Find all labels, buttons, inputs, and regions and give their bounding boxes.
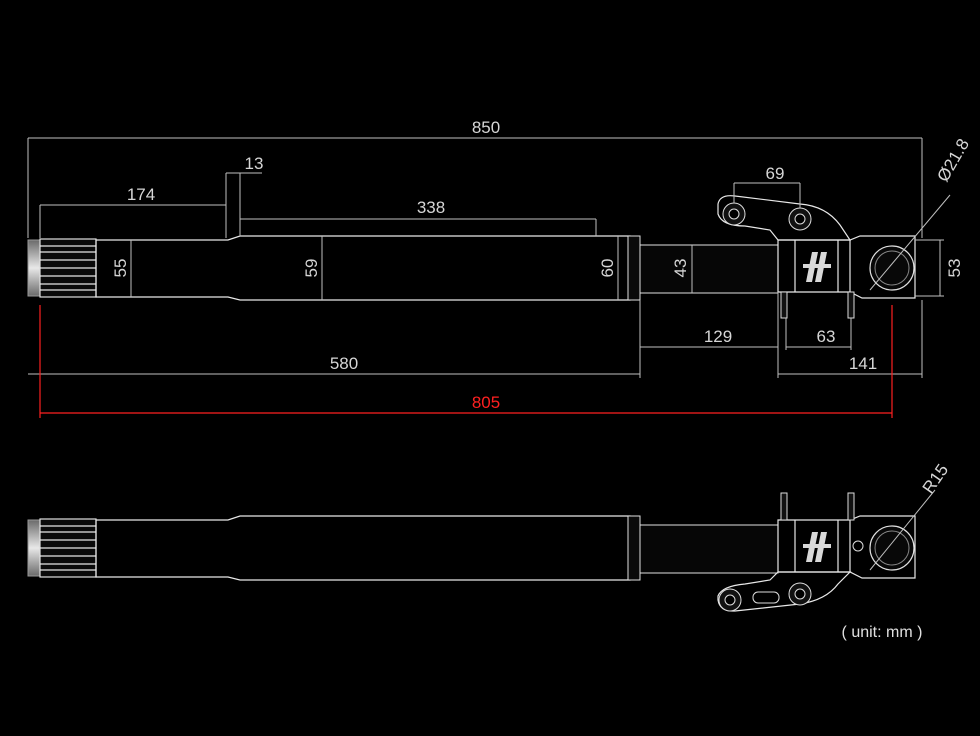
dim-radius: R15 (919, 461, 952, 497)
fork-top-view (27, 195, 916, 319)
dim-141: 141 (849, 354, 877, 373)
dim-580: 580 (330, 354, 358, 373)
dim-174: 174 (127, 185, 155, 204)
dim-69: 69 (766, 164, 785, 183)
dim-43: 43 (671, 259, 690, 278)
dim-axle-diameter: Ø21.8 (933, 135, 973, 185)
stanchion (639, 244, 779, 294)
dimension-labels: 850 174 13 338 55 59 60 43 580 129 63 14… (111, 118, 973, 412)
dim-53: 53 (945, 259, 964, 278)
dim-805: 805 (472, 393, 500, 412)
dimension-lines (27, 137, 951, 418)
brand-logo-icon (803, 532, 831, 562)
dim-63: 63 (817, 327, 836, 346)
top-cap-bottom (27, 519, 41, 577)
axle-lug (777, 235, 916, 299)
dim-55: 55 (111, 259, 130, 278)
dim-13: 13 (245, 154, 264, 173)
dim-129: 129 (704, 327, 732, 346)
caliper-bracket (717, 195, 852, 241)
unit-note: ( unit: mm ) (842, 624, 923, 641)
dim-59: 59 (302, 259, 321, 278)
fork-bottom-view (27, 489, 936, 612)
dim-overall: 850 (472, 118, 500, 137)
dim-60: 60 (598, 259, 617, 278)
brand-logo-icon (803, 252, 831, 282)
dim-338: 338 (417, 198, 445, 217)
axle-hole (869, 245, 915, 291)
top-cap (27, 239, 41, 297)
outer-tube (95, 235, 631, 301)
